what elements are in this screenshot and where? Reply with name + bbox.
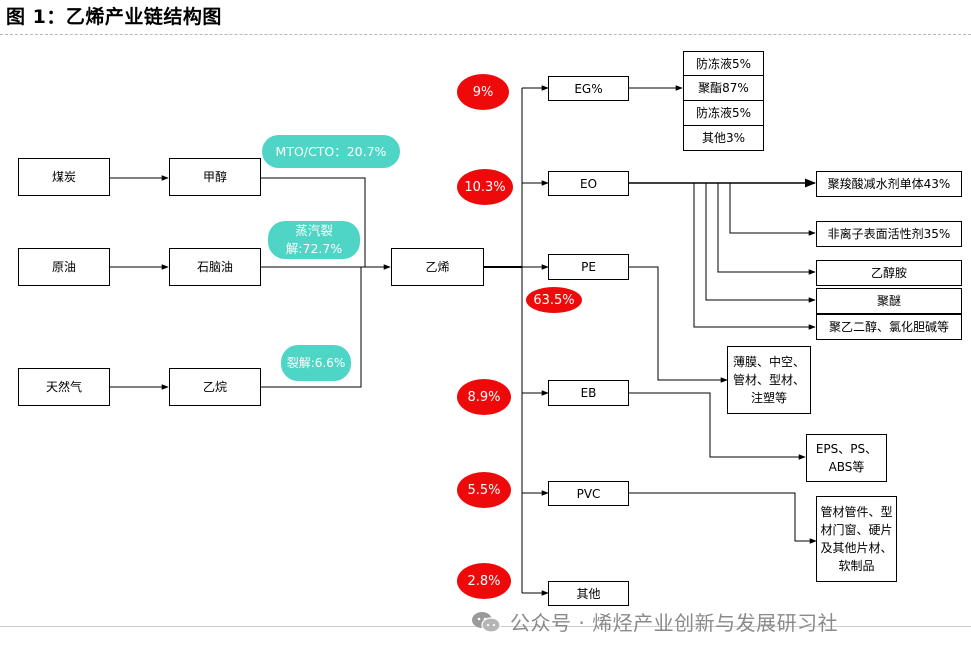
pvc-use-line: 软制品	[838, 559, 875, 573]
node-eo: EO	[548, 171, 629, 196]
eo-use-item: 聚醚	[816, 288, 962, 314]
link-eo-u4	[705, 183, 816, 303]
node-eb: EB	[548, 380, 629, 406]
link-pvc-uses	[629, 492, 817, 544]
share-badge-pe: 63.5%	[526, 287, 582, 313]
eb-uses-box: EPS、PS、 ABS等	[806, 434, 887, 482]
eo-use-item: 聚乙二醇、氯化胆碱等	[816, 314, 962, 340]
route-steam-line1: 蒸汽裂	[295, 223, 333, 238]
link-methanol-ethylene	[261, 177, 366, 267]
route-cracking-label: 裂解:6.6%	[281, 345, 351, 381]
node-natural-gas: 天然气	[18, 368, 110, 406]
pvc-use-line: 材门窗、硬片	[820, 523, 893, 537]
pvc-use-line: 管材管件、型	[820, 505, 893, 519]
node-ethane: 乙烷	[169, 368, 261, 406]
pe-uses-box: 薄膜、中空、 管材、型材、 注塑等	[727, 346, 811, 414]
eb-use-line: ABS等	[828, 460, 865, 474]
link-eo-u2	[729, 183, 816, 236]
link-eo-u5	[693, 183, 816, 330]
watermark-text: 公众号 · 烯烃产业创新与发展研习社	[510, 611, 839, 635]
link-eo-u3	[717, 183, 816, 275]
share-badge-eb: 8.9%	[457, 379, 511, 415]
node-crude-oil: 原油	[18, 248, 110, 286]
pvc-use-line: 及其他片材、	[820, 541, 893, 555]
pvc-uses-box: 管材管件、型 材门窗、硬片 及其他片材、 软制品	[816, 496, 897, 582]
share-badge-other: 2.8%	[457, 563, 511, 599]
node-pe: PE	[548, 254, 629, 280]
pe-use-line: 注塑等	[750, 391, 787, 405]
pe-use-line: 薄膜、中空、	[732, 355, 805, 369]
node-pvc: PVC	[548, 481, 629, 506]
node-ethylene: 乙烯	[391, 248, 484, 286]
title-divider	[0, 34, 971, 35]
share-badge-eg: 9%	[457, 74, 509, 110]
eg-use-item: 聚酯87%	[683, 75, 764, 101]
node-methanol: 甲醇	[169, 158, 261, 196]
eg-use-item: 防冻液5%	[683, 100, 764, 126]
route-steam-cracking-label: 蒸汽裂 解:72.7%	[268, 221, 360, 259]
eo-use-item: 乙醇胺	[816, 260, 962, 286]
node-other: 其他	[548, 581, 629, 606]
share-badge-eo: 10.3%	[457, 169, 513, 205]
node-eg: EG%	[548, 76, 629, 101]
share-badge-pvc: 5.5%	[457, 472, 511, 508]
link-ethane-ethylene	[261, 267, 362, 388]
eb-use-line: EPS、PS、	[815, 442, 878, 456]
node-coal: 煤炭	[18, 158, 110, 196]
route-steam-line2: 解:72.7%	[285, 241, 343, 256]
route-mto-label: MTO/CTO：20.7%	[262, 135, 400, 168]
page-title: 图 1：乙烯产业链结构图	[6, 6, 222, 28]
node-naphtha: 石脑油	[169, 248, 261, 286]
link-eb-uses	[629, 392, 806, 460]
eo-use-item: 非离子表面活性剂35%	[816, 221, 962, 247]
pe-use-line: 管材、型材、	[732, 373, 805, 387]
eg-use-item: 防冻液5%	[683, 51, 764, 76]
eg-use-item: 其他3%	[683, 125, 764, 151]
link-pe-uses	[629, 266, 728, 383]
eo-use-item: 聚羧酸减水剂单体43%	[816, 171, 962, 197]
watermark: 公众号 · 烯烃产业创新与发展研习社	[470, 607, 838, 636]
wechat-icon	[472, 611, 501, 633]
